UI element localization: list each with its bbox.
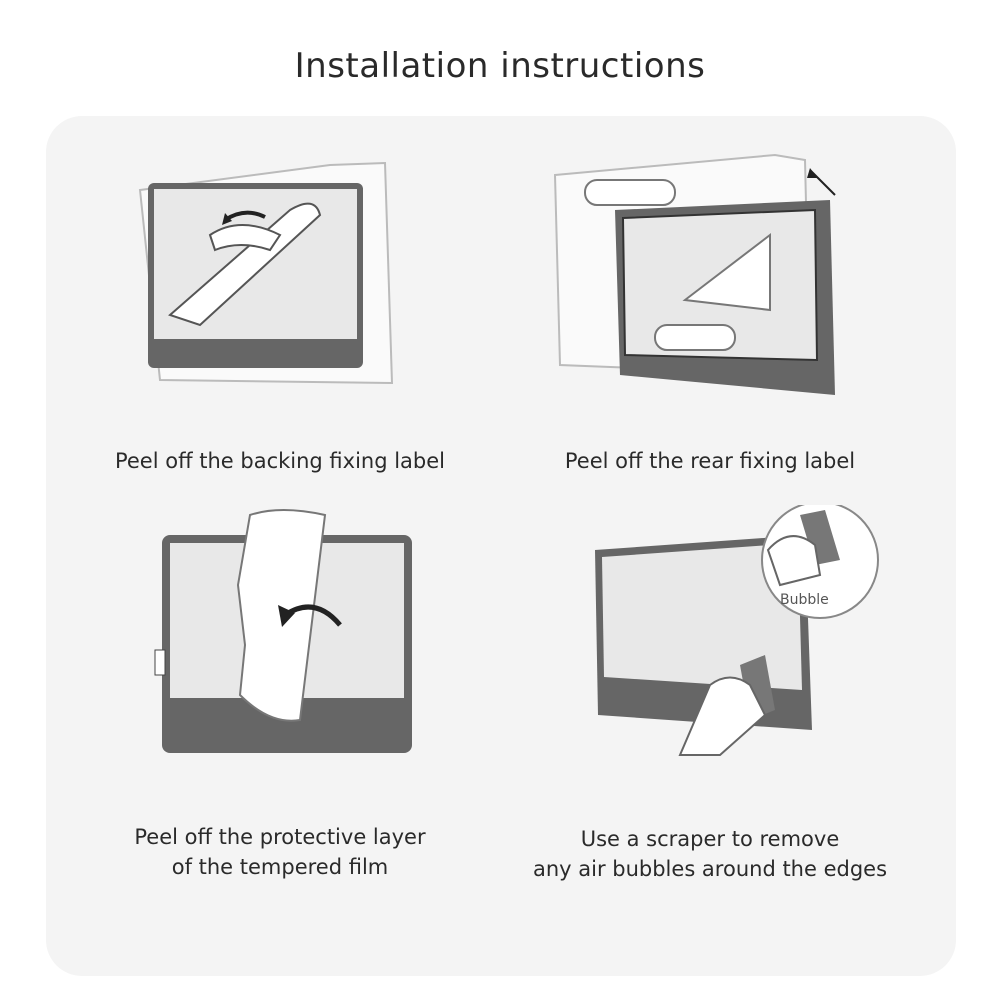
step-4-illustration: Bubble <box>590 505 890 765</box>
step-3-caption-line-2: of the tempered film <box>171 855 389 879</box>
step-1-illustration <box>130 155 400 395</box>
step-3-caption: Peel off the protective layer of the tem… <box>60 822 500 882</box>
step-4-caption-line-2: any air bubbles around the edges <box>532 857 888 881</box>
step-3-illustration <box>150 505 420 765</box>
step-4-caption: Use a scraper to remove any air bubbles … <box>490 824 930 884</box>
step-3-caption-line-1: Peel off the protective layer <box>134 825 426 849</box>
bubble-label: Bubble <box>780 592 829 608</box>
step-1-caption: Peel off the backing fixing label <box>114 449 446 473</box>
step-2-illustration <box>545 150 845 400</box>
step-4-caption-line-1: Use a scraper to remove <box>580 827 840 851</box>
page-title: Installation instructions <box>294 46 706 86</box>
step-2-caption: Peel off the rear fixing label <box>564 449 856 473</box>
